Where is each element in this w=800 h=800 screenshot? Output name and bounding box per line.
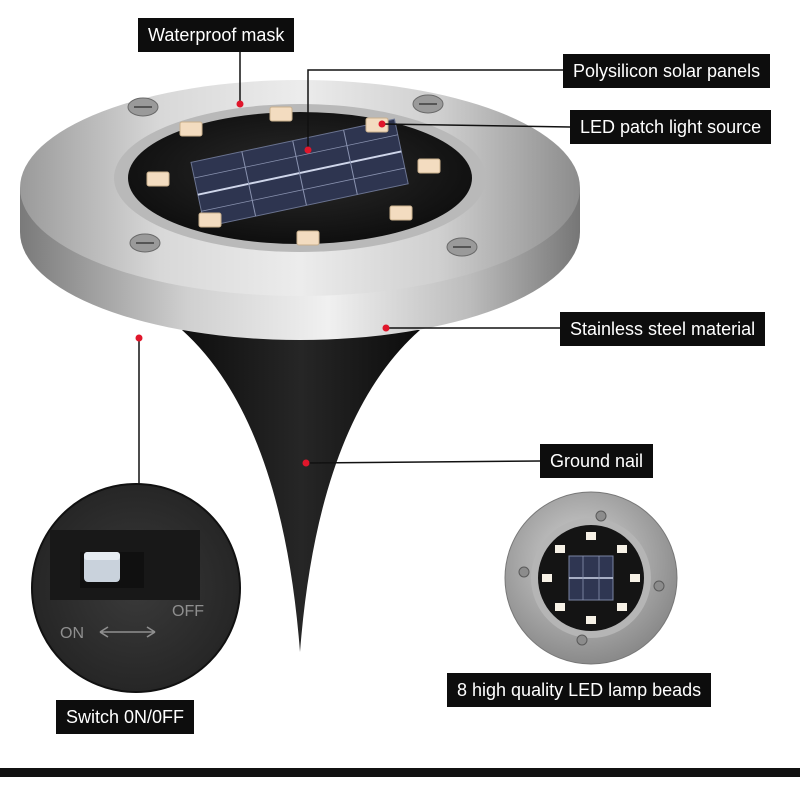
switch-on-marking: ON xyxy=(60,625,84,642)
screw-icon xyxy=(518,566,530,578)
bottom-divider xyxy=(0,768,800,777)
led-chip xyxy=(586,616,596,624)
switch-zoom: ON OFF xyxy=(31,483,241,693)
callout-line-nail xyxy=(305,460,541,464)
small-led-chips xyxy=(542,532,640,624)
screws xyxy=(127,94,478,257)
marker-dot xyxy=(304,146,312,154)
led-chip xyxy=(198,212,222,228)
switch-arrow-icon xyxy=(99,626,156,638)
led-chip xyxy=(586,532,596,540)
marker-dot xyxy=(378,120,386,128)
label-waterproof-mask: Waterproof mask xyxy=(138,18,295,52)
ground-nail xyxy=(182,330,420,652)
screw-icon xyxy=(653,580,665,592)
lamp-top-view xyxy=(504,491,678,665)
marker-dot xyxy=(135,334,143,342)
label-steel-material: Stainless steel material xyxy=(560,312,766,346)
label-solar-panels: Polysilicon solar panels xyxy=(563,54,771,88)
callout-lines xyxy=(138,52,571,488)
screw-icon xyxy=(127,97,159,117)
screw-icon xyxy=(595,510,607,522)
label-switch: Switch 0N/0FF xyxy=(56,700,195,734)
marker-dot xyxy=(382,324,390,332)
solar-panel xyxy=(190,118,409,228)
label-lamp-beads: 8 high quality LED lamp beads xyxy=(447,673,712,707)
marker-dots xyxy=(135,100,390,467)
small-screws xyxy=(518,510,665,646)
led-chip xyxy=(630,574,640,582)
led-chip xyxy=(179,121,203,137)
marker-dot xyxy=(302,459,310,467)
screw-icon xyxy=(412,94,444,114)
callout-line-solar xyxy=(307,69,563,150)
switch-knob-icon xyxy=(84,552,120,582)
screw-icon xyxy=(576,634,588,646)
led-chip xyxy=(542,574,552,582)
led-chip xyxy=(269,106,293,122)
callout-line-led xyxy=(381,123,571,128)
led-chip xyxy=(555,545,565,553)
led-chips xyxy=(146,106,441,246)
led-chip xyxy=(389,205,413,221)
screw-icon xyxy=(446,237,478,257)
led-chip xyxy=(555,603,565,611)
led-chip xyxy=(146,171,170,187)
led-chip xyxy=(417,158,441,174)
label-ground-nail: Ground nail xyxy=(540,444,654,478)
marker-dot xyxy=(236,100,244,108)
screw-icon xyxy=(129,233,161,253)
led-chip xyxy=(296,230,320,246)
switch-off-marking: OFF xyxy=(172,603,204,620)
led-chip xyxy=(617,545,627,553)
label-led-source: LED patch light source xyxy=(570,110,772,144)
led-chip xyxy=(617,603,627,611)
